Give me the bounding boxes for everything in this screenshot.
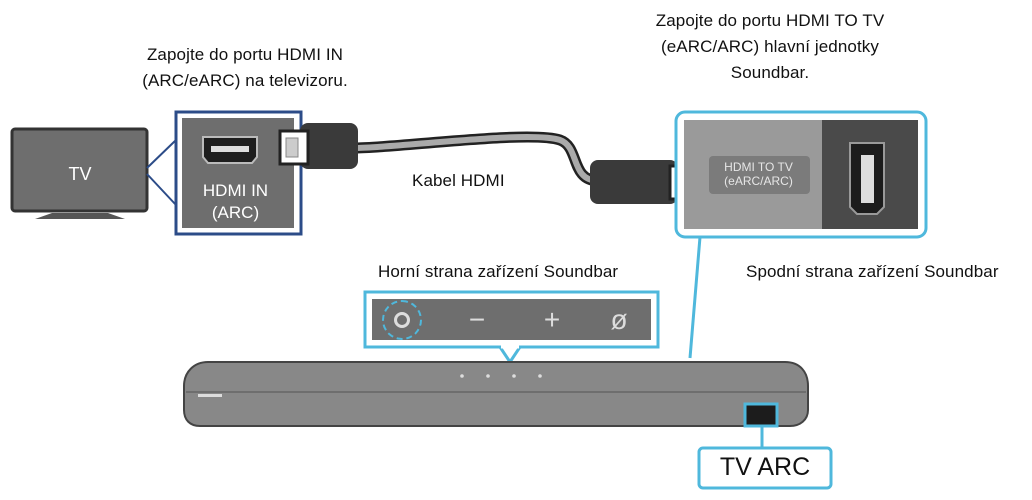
- soundbar-port-caption-line3: Soundbar.: [730, 63, 810, 82]
- volume-up-button[interactable]: +: [543, 304, 561, 335]
- tv-port-caption: Zapojte do portu HDMI IN (ARC/eARC) na t…: [120, 42, 370, 94]
- volume-down-button[interactable]: −: [468, 304, 486, 335]
- soundbar-port-caption: Zapojte do portu HDMI TO TV (eARC/ARC) h…: [640, 8, 900, 86]
- soundbar-hdmi-port-label: HDMI TO TV (eARC/ARC): [706, 160, 811, 188]
- tv-label: TV: [68, 164, 92, 184]
- tv-callout-connector: [146, 139, 177, 206]
- tv-hdmi-port-label: HDMI IN (ARC): [178, 180, 293, 224]
- power-button[interactable]: [382, 300, 422, 340]
- tv-port-caption-line2: (ARC/eARC) na televizoru.: [142, 71, 348, 90]
- tv-arc-indicator-label: TV ARC: [719, 453, 811, 481]
- soundbar-hdmi-port-line1: HDMI TO TV: [724, 160, 793, 174]
- hdmi-cable: [349, 131, 604, 187]
- hdmi-plug-left: [278, 123, 358, 169]
- cable-caption: Kabel HDMI: [412, 171, 505, 190]
- hdmi-port-icon: [202, 136, 258, 164]
- tv-port-caption-line1: Zapojte do portu HDMI IN: [146, 45, 344, 64]
- tv-hdmi-port-line2: (ARC): [211, 203, 260, 222]
- soundbar-port-caption-line2: (eARC/ARC) hlavní jednotky: [660, 37, 879, 56]
- power-icon: [394, 312, 410, 328]
- soundbar-hdmi-port-line2: (eARC/ARC): [724, 174, 793, 188]
- input-source-button[interactable]: ø: [610, 304, 628, 335]
- top-side-caption: Horní strana zařízení Soundbar: [378, 262, 619, 281]
- tv-icon: [10, 127, 149, 219]
- bottom-callout-line: [688, 236, 702, 359]
- tv-hdmi-port-line1: HDMI IN: [202, 181, 269, 200]
- bottom-side-caption: Spodní strana zařízení Soundbar: [746, 262, 999, 281]
- tv-arc-indicator-box: [697, 446, 833, 490]
- soundbar-bottom-panel: [674, 110, 928, 239]
- hdmi-port-vertical-icon: [849, 142, 885, 215]
- soundbar-body: [183, 361, 809, 428]
- soundbar-port-caption-line1: Zapojte do portu HDMI TO TV: [655, 11, 885, 30]
